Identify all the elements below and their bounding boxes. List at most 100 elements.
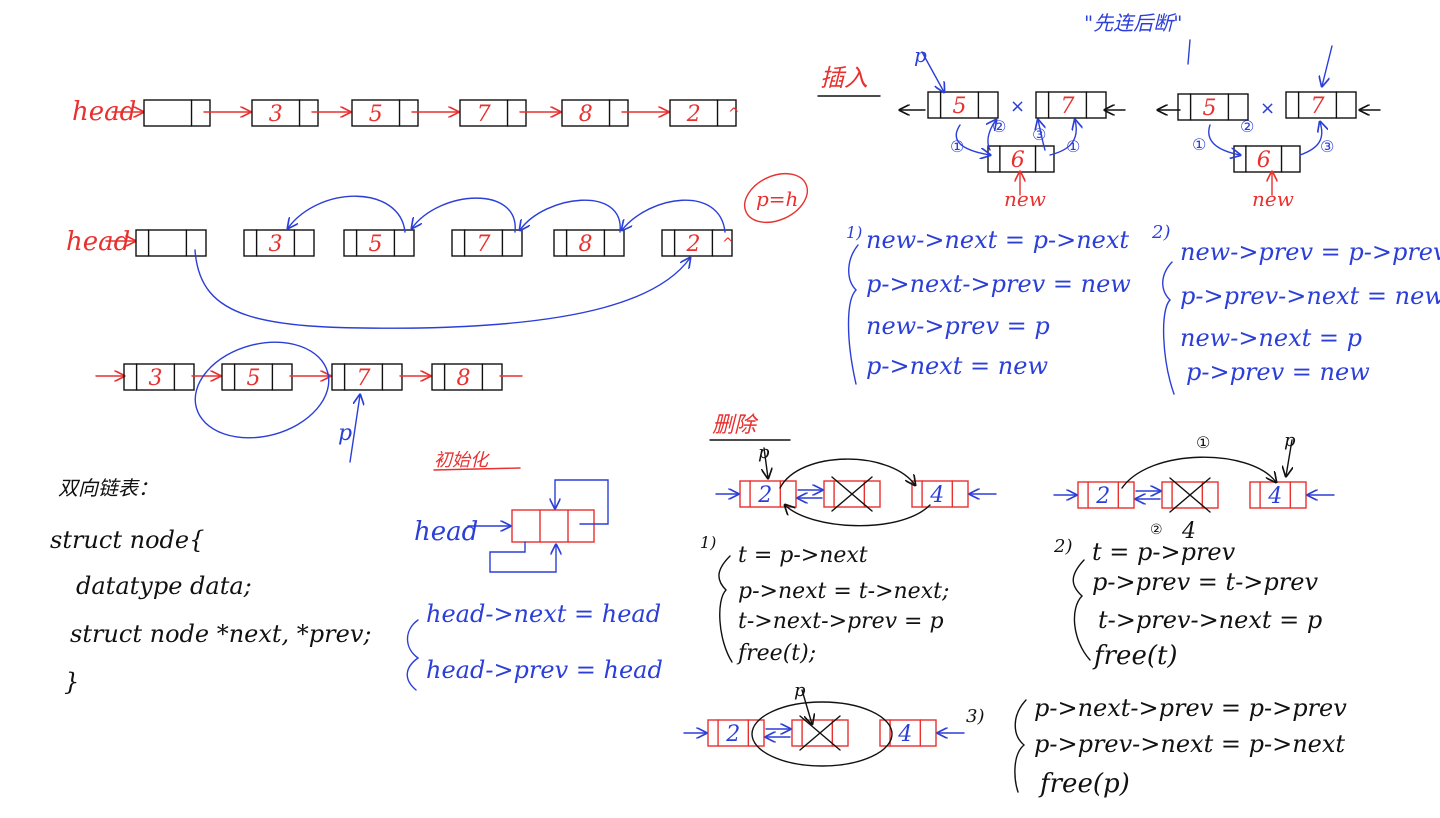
ins1-line-3: new->prev = p: [866, 312, 1050, 340]
ins-node-new: 6: [1233, 145, 1301, 173]
node-value: 7: [477, 102, 491, 127]
ins-node-p: 7: [1285, 91, 1357, 119]
step-2: ②: [992, 117, 1006, 136]
ins1-line-2: p->next->prev = new: [866, 270, 1131, 298]
ins2-line-1: new->prev = p->prev: [1180, 238, 1440, 266]
list3-node: 8: [431, 363, 503, 391]
del2-step: 2): [1053, 536, 1072, 557]
node-value: 2: [757, 483, 772, 508]
init-code-2: head->prev = head: [426, 656, 663, 684]
del-node: 2: [707, 719, 765, 747]
del-node: [791, 719, 849, 747]
ins-node-new: 6: [987, 145, 1055, 173]
list2-node: 7: [451, 229, 523, 257]
list2-node: 3: [243, 229, 315, 257]
del1-line-2: p->next = t->next;: [738, 579, 949, 604]
node-value: 2: [725, 722, 740, 747]
struct-line-1: struct node{: [50, 526, 204, 554]
list2-node: 2: [661, 229, 733, 257]
del1-step: 1): [700, 533, 716, 552]
head-label-2: head: [66, 227, 130, 257]
list2-node: [135, 229, 207, 257]
ins1-line-1: new->next = p->next: [866, 226, 1129, 254]
del-node: 4: [1249, 481, 1307, 509]
p-label-ins1: p: [914, 43, 927, 67]
del2-extra: 4: [1181, 519, 1196, 544]
ins2-line-3: new->next = p: [1180, 324, 1362, 352]
node-value: 7: [477, 232, 491, 257]
ins2-step: 2): [1151, 222, 1170, 243]
node-value: 3: [149, 366, 163, 391]
node-value: 5: [369, 232, 383, 257]
node-value: 5: [1203, 96, 1217, 121]
node-value: 7: [1311, 94, 1325, 119]
del3-line-1: p->next->prev = p->prev: [1034, 694, 1347, 722]
del1-line-1: t = p->next: [738, 543, 868, 568]
step-2c: ②: [1240, 117, 1254, 136]
p-label-del3: p: [794, 680, 806, 701]
ins1-step: 1): [846, 223, 862, 242]
ins-node-next: 7: [1035, 91, 1107, 119]
list3-node: 3: [123, 363, 195, 391]
cut-mark: ×: [1260, 98, 1275, 119]
node-value: 3: [269, 102, 283, 127]
node-value: 8: [579, 102, 593, 127]
new-label-1: new: [1004, 187, 1046, 211]
node-value: 3: [269, 232, 283, 257]
ins2-line-4: p->prev = new: [1186, 358, 1370, 386]
del-node: [823, 480, 881, 508]
del3-step: 3): [966, 706, 984, 727]
ins1-line-4: p->next = new: [866, 352, 1048, 380]
node-value: 5: [953, 94, 967, 119]
first-attach-note: "先连后断": [1084, 11, 1182, 35]
p-label-del1: p: [758, 442, 770, 463]
node-value: 4: [1267, 484, 1282, 509]
del3-line-3: free(p): [1038, 769, 1130, 799]
init-code-1: head->next = head: [426, 600, 661, 628]
list3-node: 5: [221, 363, 293, 391]
init-section: 初始化 head head->next = head head->prev = …: [406, 450, 663, 691]
p-label-list3: p: [338, 421, 352, 446]
node-value: 4: [897, 722, 912, 747]
null-mark: ^: [722, 236, 734, 252]
ins-node-p: 5: [927, 91, 999, 119]
ins-node-prev: 5: [1177, 93, 1249, 121]
null-mark: ^: [728, 106, 740, 122]
struct-line-4: }: [64, 668, 79, 696]
partial-list: 3 5 7 8 p: [95, 341, 523, 463]
step-3: ③: [1032, 125, 1046, 144]
delete-title: 删除: [712, 413, 759, 438]
del2-circle-1: ①: [1196, 433, 1210, 452]
del3-line-2: p->prev->next = p->next: [1034, 730, 1345, 758]
p-equals-h: p=h: [756, 187, 798, 211]
init-title: 初始化: [434, 450, 490, 471]
list1-node: 7: [459, 99, 527, 127]
node-value: 8: [579, 232, 593, 257]
del-node: 2: [1077, 481, 1135, 509]
p-label-del2: p: [1284, 430, 1296, 451]
del2-line-1: t = p->prev: [1092, 538, 1236, 566]
node-value: 7: [1061, 94, 1075, 119]
struct-title: 双向链表：: [58, 476, 158, 500]
struct-line-3: struct node *next, *prev;: [70, 620, 372, 648]
del1-line-4: free(t);: [736, 641, 816, 666]
list2-node: 8: [553, 229, 625, 257]
del2-line-3: t->prev->next = p: [1098, 606, 1322, 634]
del-node: 2: [739, 480, 797, 508]
node-value: 7: [357, 366, 371, 391]
list2-nodes: 3 5 7 8 2 ^: [135, 229, 734, 257]
list1-node: [143, 99, 211, 127]
del2-line-2: p->prev = t->prev: [1092, 568, 1318, 596]
node-value: 2: [686, 232, 701, 257]
struct-line-2: datatype data;: [76, 572, 252, 600]
del-node: 4: [879, 719, 937, 747]
struct-definition: 双向链表： struct node{ datatype data; struct…: [50, 476, 372, 696]
ins2-line-2: p->prev->next = new: [1180, 282, 1440, 310]
insert-diagram-2: 5 7 6 ×: [1177, 91, 1357, 173]
new-label-2: new: [1252, 187, 1294, 211]
